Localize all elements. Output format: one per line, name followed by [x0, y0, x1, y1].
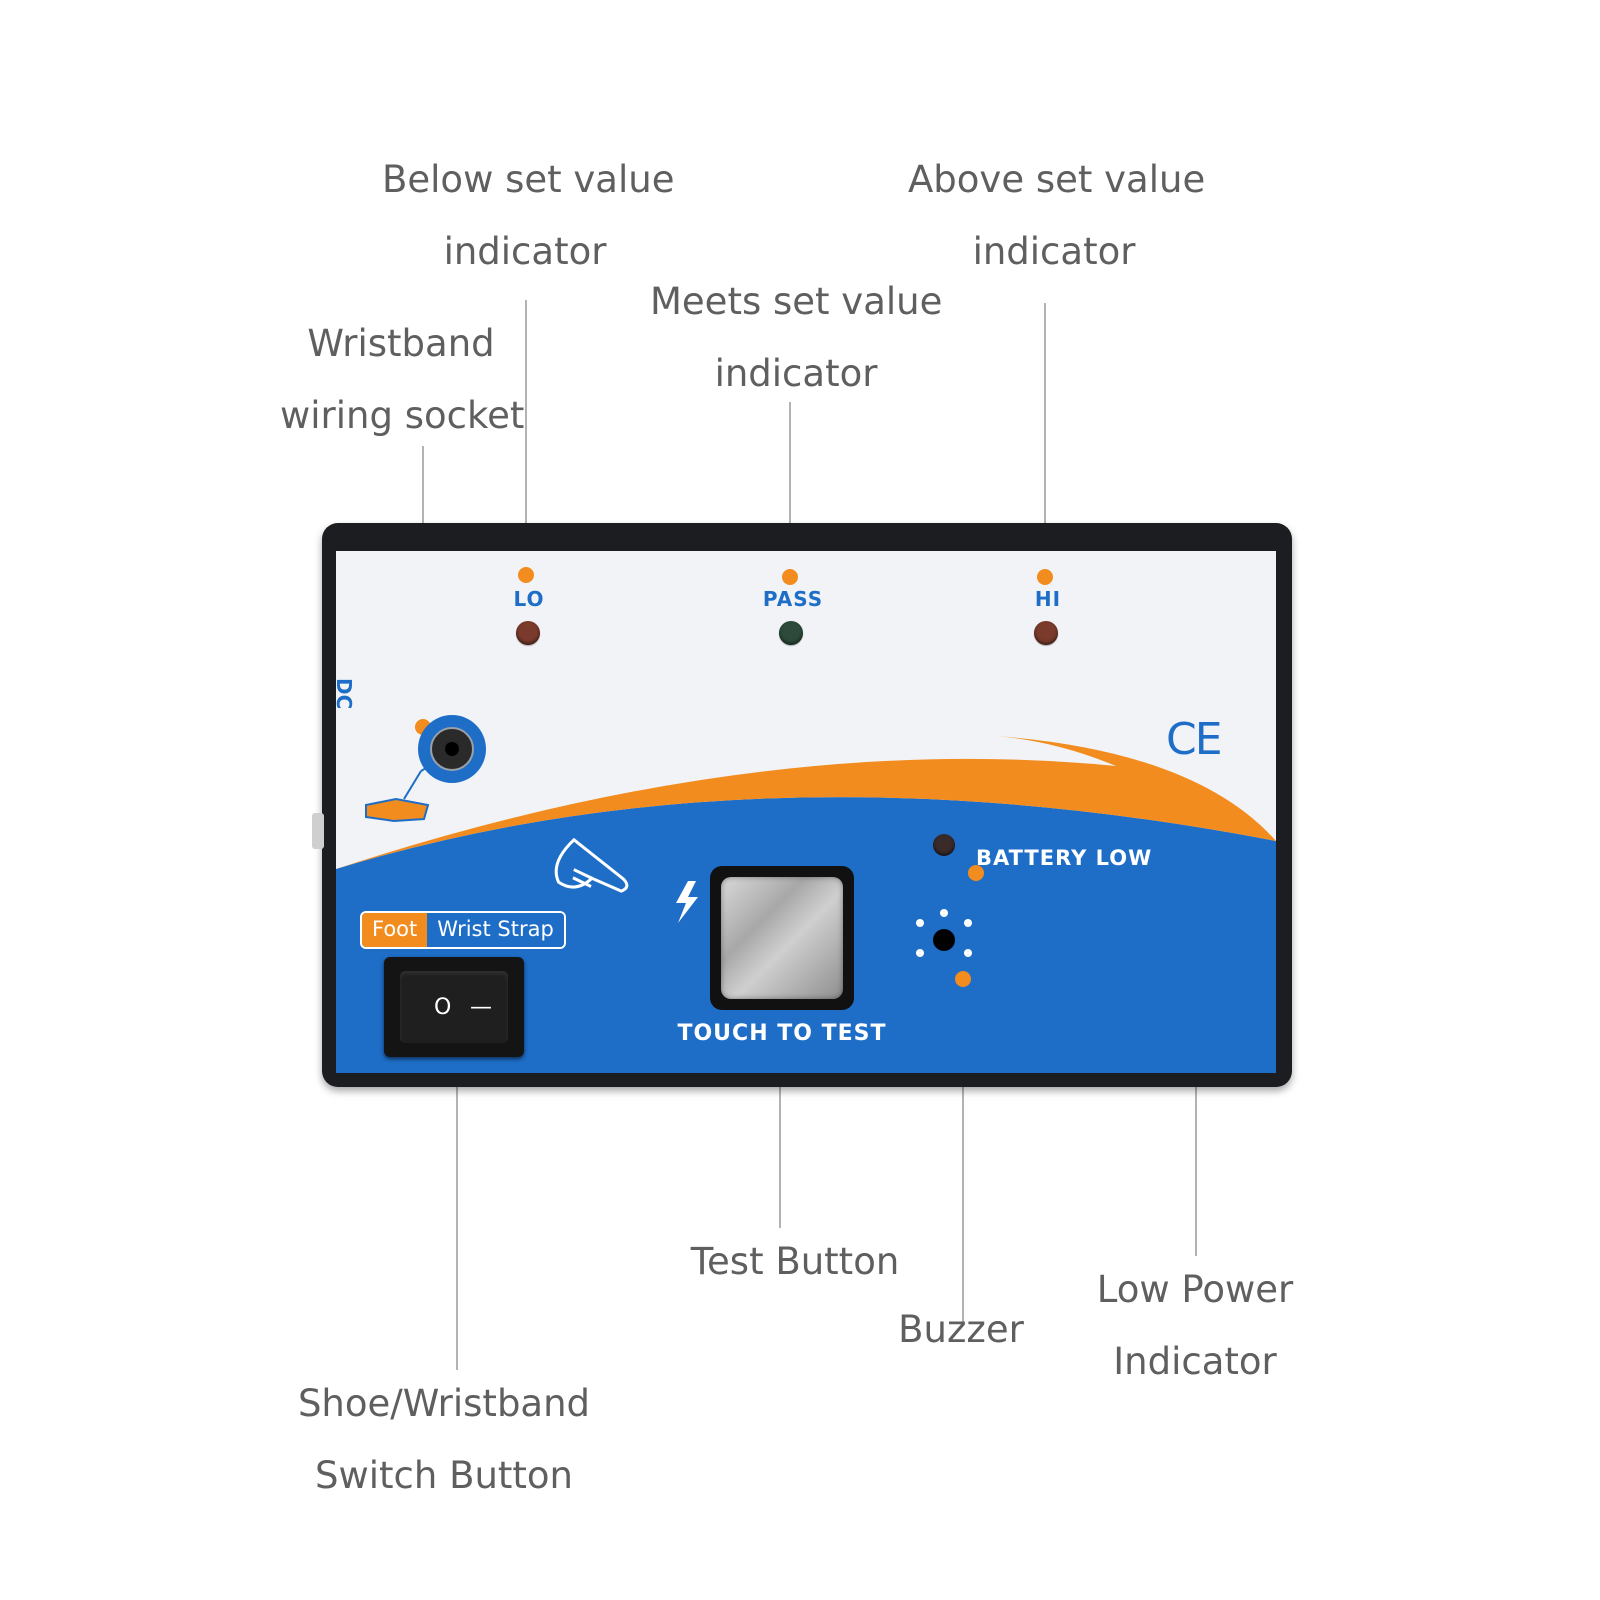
orange-swoosh [336, 736, 1276, 869]
switch-off-symbol: — [470, 995, 492, 1020]
marker-lo [518, 567, 534, 583]
callout-low-power-indicator: Low Power Indicator [1096, 1268, 1294, 1383]
test-button-plate [721, 877, 843, 999]
touch-to-test-label: TOUCH TO TEST [677, 1021, 887, 1046]
callout-buzzer: Buzzer [898, 1308, 1024, 1351]
mode-foot-label: Foot [362, 913, 428, 947]
test-button[interactable] [710, 866, 854, 1010]
marker-battery [968, 865, 984, 881]
led-label-pass: PASS [762, 587, 824, 611]
buzzer-dot [964, 949, 972, 957]
ce-mark: CE [1166, 714, 1223, 765]
buzzer-dot [916, 949, 924, 957]
wristband-socket[interactable] [418, 715, 486, 783]
side-dc-jack [312, 813, 324, 849]
lightning-icon [676, 881, 698, 923]
marker-hi [1037, 569, 1053, 585]
buzzer-dot [916, 919, 924, 927]
led-label-hi: HI [1034, 587, 1062, 611]
shoe-wristband-switch[interactable]: O — [384, 957, 524, 1057]
callout-above-set-value: Above set value indicator [908, 158, 1206, 273]
mode-tag: Foot Wrist Strap [360, 911, 566, 949]
marker-buzzer [955, 971, 971, 987]
switch-on-symbol: O [434, 995, 452, 1020]
esd-tester-device: LO PASS HI DC CE BATTERY LOW Foot Wrist … [312, 523, 1292, 1087]
callout-below-set-value: Below set value indicator [382, 158, 675, 273]
buzzer-dot [964, 919, 972, 927]
led-hi [1034, 621, 1058, 645]
socket-inner [430, 727, 474, 771]
socket-hole [445, 742, 459, 756]
callout-switch-button: Shoe/Wristband Switch Button [297, 1382, 591, 1497]
led-pass [779, 621, 803, 645]
marker-pass [782, 569, 798, 585]
led-lo [516, 621, 540, 645]
buzzer-hole [933, 929, 955, 951]
callout-test-button: Test Button [690, 1240, 900, 1283]
battery-low-led [933, 834, 955, 856]
callout-meets-set-value: Meets set value indicator [650, 280, 943, 395]
battery-low-label: BATTERY LOW [976, 846, 1153, 870]
callout-wristband-socket: Wristband wiring socket [280, 322, 525, 437]
led-label-lo: LO [513, 587, 545, 611]
mode-wrist-label: Wrist Strap [427, 913, 564, 947]
dc-label: DC [336, 678, 356, 710]
buzzer-dot [940, 909, 948, 917]
pointing-hand-icon [554, 837, 629, 893]
device-front-panel: LO PASS HI DC CE BATTERY LOW Foot Wrist … [336, 551, 1276, 1073]
switch-rocker-face: O — [400, 971, 508, 1043]
